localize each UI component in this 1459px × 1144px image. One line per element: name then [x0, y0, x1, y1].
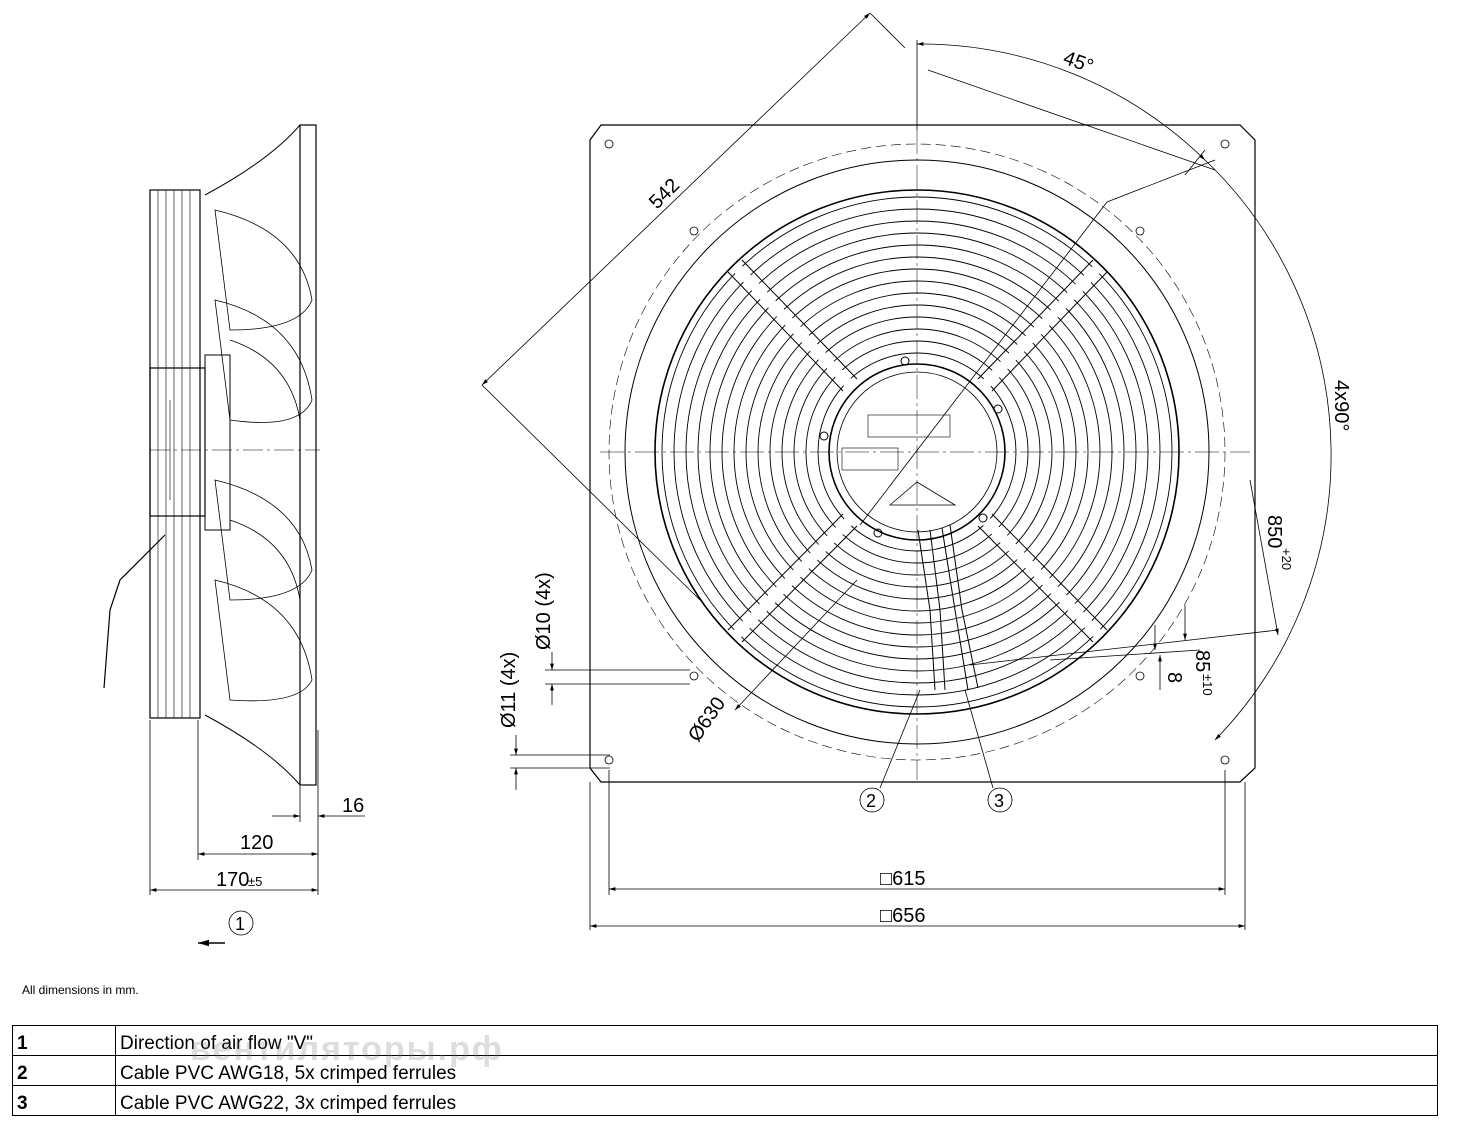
- dim-85-tolerance: ±10: [1200, 674, 1215, 696]
- dim-656: □656: [880, 905, 925, 927]
- dim-45-degrees: 45°: [1060, 47, 1096, 78]
- callout-2: 2: [866, 791, 876, 811]
- dim-4x90-degrees: 4x90°: [1330, 380, 1352, 431]
- dim-8: 8: [1163, 672, 1185, 683]
- dim-630: Ø630: [684, 693, 730, 746]
- dim-170: 170: [216, 869, 249, 891]
- legend-row: 3 Cable PVC AWG22, 3x crimped ferrules: [12, 1085, 1438, 1116]
- dim-850: 850: [1263, 515, 1285, 548]
- callout-1: 1: [235, 914, 245, 934]
- dim-850-tolerance: +20: [1279, 548, 1294, 570]
- legend-text: Cable PVC AWG22, 3x crimped ferrules: [115, 1085, 1438, 1116]
- legend-table: 1 Direction of air flow "V" 2 Cable PVC …: [12, 1025, 1438, 1116]
- units-note: All dimensions in mm.: [22, 983, 139, 997]
- dim-hole-10: Ø10 (4x): [533, 572, 555, 650]
- callout-3: 3: [994, 791, 1004, 811]
- dim-16: 16: [342, 795, 364, 817]
- legend-text: Direction of air flow "V": [115, 1025, 1438, 1056]
- front-dimensions: [481, 12, 1332, 930]
- dim-615: □615: [880, 868, 925, 890]
- legend-text: Cable PVC AWG18, 5x crimped ferrules: [115, 1055, 1438, 1086]
- dim-120: 120: [240, 832, 273, 854]
- legend-row: 1 Direction of air flow "V": [12, 1025, 1438, 1056]
- legend-number: 2: [12, 1055, 116, 1086]
- dim-170-tolerance: ±5: [248, 874, 262, 889]
- technical-drawing: 16 120 170 ±5 1: [103, 12, 1352, 947]
- dim-542: 542: [645, 174, 684, 213]
- front-view: [589, 124, 1256, 783]
- dim-hole-11: Ø11 (4x): [498, 652, 520, 728]
- legend-number: 3: [12, 1085, 116, 1116]
- dim-85: 85: [1191, 650, 1213, 672]
- side-view: [103, 124, 320, 786]
- legend-number: 1: [12, 1025, 116, 1056]
- side-dimensions: [149, 720, 365, 947]
- legend-row: 2 Cable PVC AWG18, 5x crimped ferrules: [12, 1055, 1438, 1086]
